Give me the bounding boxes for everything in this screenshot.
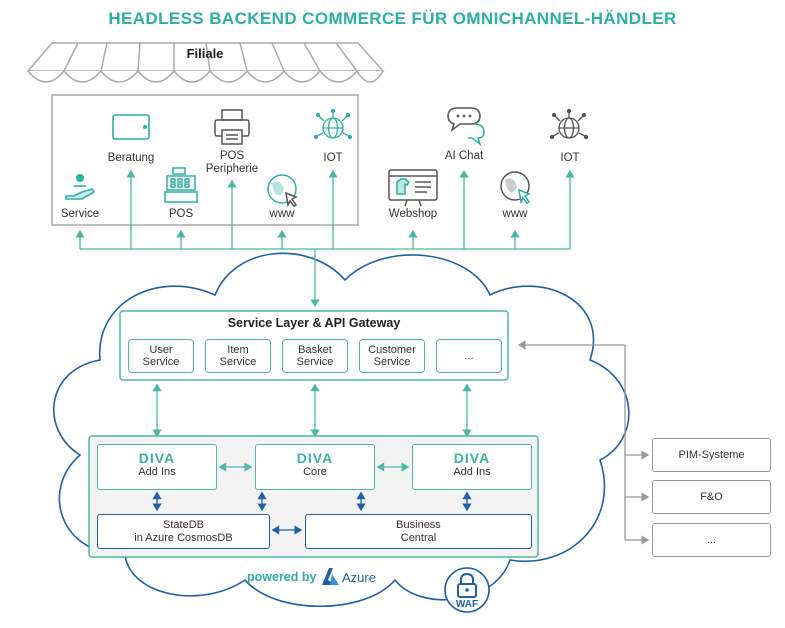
channel-label-beratung: Beratung bbox=[107, 152, 155, 164]
waf-badge-icon bbox=[444, 567, 490, 613]
azure-logo-icon bbox=[322, 568, 339, 585]
powered-by-label: powered by bbox=[247, 570, 316, 584]
diva-core: DIVA Core bbox=[255, 444, 375, 490]
external-more: ... bbox=[652, 523, 771, 557]
diva-brand: DIVA bbox=[138, 450, 176, 466]
gateway-title: Service Layer & API Gateway bbox=[227, 316, 401, 330]
service-basket: Basket Service bbox=[282, 339, 348, 373]
channel-label-service: Service bbox=[60, 208, 100, 220]
service-item: Item Service bbox=[205, 339, 271, 373]
service-customer: Customer Service bbox=[359, 339, 425, 373]
store-label: Filiale bbox=[186, 46, 224, 61]
globe-cursor-icon bbox=[267, 174, 298, 208]
diva-addins-right: DIVA Add Ins bbox=[412, 444, 532, 490]
azure-brand-label: Azure bbox=[342, 570, 376, 585]
channel-label-webshop: Webshop bbox=[388, 208, 438, 220]
webshop-monitor-icon bbox=[388, 169, 438, 207]
external-pim: PIM-Systeme bbox=[652, 438, 771, 472]
iot-globe-icon bbox=[549, 108, 589, 140]
iot-globe-icon bbox=[313, 108, 353, 140]
diva-brand: DIVA bbox=[296, 450, 334, 466]
diva-module-label: Core bbox=[303, 466, 327, 478]
hand-service-icon bbox=[65, 174, 96, 200]
channel-label-www-online: www bbox=[502, 208, 528, 220]
channel-label-www-store: www bbox=[269, 208, 295, 220]
channel-label-pos-peripherie: POS Peripherie bbox=[205, 150, 259, 175]
statedb-box: StateDB in Azure CosmosDB bbox=[97, 514, 270, 549]
external-fo: F&O bbox=[652, 480, 771, 514]
service-user: User Service bbox=[128, 339, 194, 373]
diva-module-label: Add Ins bbox=[453, 466, 491, 478]
store-building bbox=[26, 42, 385, 226]
channel-label-ai-chat: AI Chat bbox=[444, 150, 484, 162]
waf-label: WAF bbox=[455, 599, 479, 610]
channel-label-iot-online: IOT bbox=[560, 152, 580, 164]
globe-cursor-icon bbox=[500, 171, 531, 205]
channel-label-pos: POS bbox=[168, 208, 194, 220]
chat-bubbles-icon bbox=[447, 107, 485, 147]
channel-label-iot-store: IOT bbox=[323, 152, 343, 164]
printer-icon bbox=[214, 109, 250, 145]
diva-addins-left: DIVA Add Ins bbox=[97, 444, 217, 490]
diva-module-label: Add Ins bbox=[138, 466, 176, 478]
diagram-title: HEADLESS BACKEND COMMERCE FÜR OMNICHANNE… bbox=[108, 9, 677, 28]
cash-register-icon bbox=[164, 167, 198, 203]
business-central-box: Business Central bbox=[305, 514, 532, 549]
service-more: ... bbox=[436, 339, 502, 373]
diva-brand: DIVA bbox=[453, 450, 491, 466]
tablet-icon bbox=[112, 114, 150, 140]
powered-by-text: powered by bbox=[247, 570, 317, 584]
